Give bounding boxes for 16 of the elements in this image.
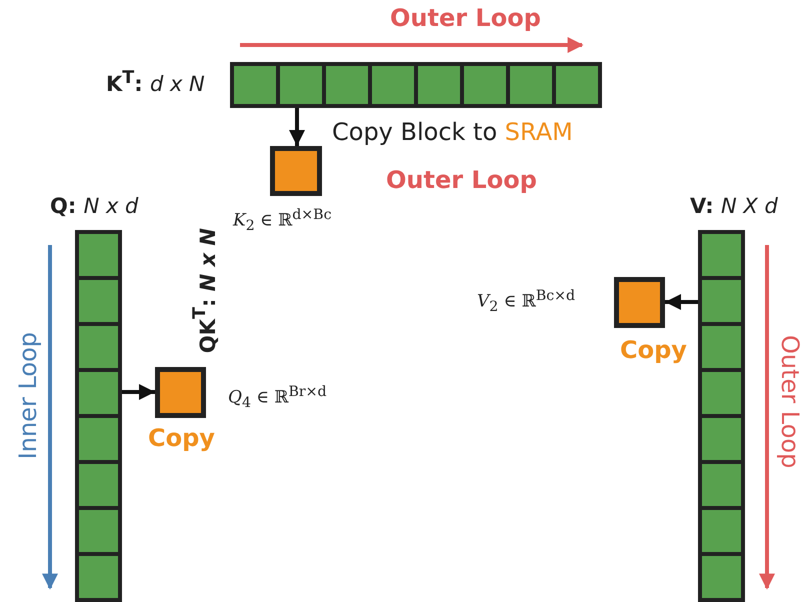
- math-label: V$_{2}$ ∈ ℝ$^{Bc×d}$: [477, 288, 576, 316]
- loop-label: Outer Loop: [390, 4, 541, 32]
- math-label: Q$_{4}$ ∈ ℝ$^{Br×d}$: [228, 384, 327, 412]
- loop-label: Outer Loop: [386, 166, 537, 194]
- matrix-label: K$^{T}$: d x N: [106, 68, 205, 96]
- math-label: K$_{2}$ ∈ ℝ$^{d×Bc}$: [233, 207, 332, 234]
- arrow: [665, 294, 698, 310]
- matrix-label: Q: N x d: [50, 194, 138, 218]
- edge-label: Copy Block to SRAM: [332, 118, 573, 146]
- edge-label: Copy: [148, 424, 215, 452]
- edge-label: Copy: [620, 336, 687, 364]
- matrix-label: V: N X d: [690, 194, 778, 218]
- arrow: [122, 384, 155, 400]
- arrow: [289, 108, 305, 146]
- loop-label: Outer Loop: [776, 335, 804, 468]
- loop-label: Inner Loop: [14, 332, 42, 460]
